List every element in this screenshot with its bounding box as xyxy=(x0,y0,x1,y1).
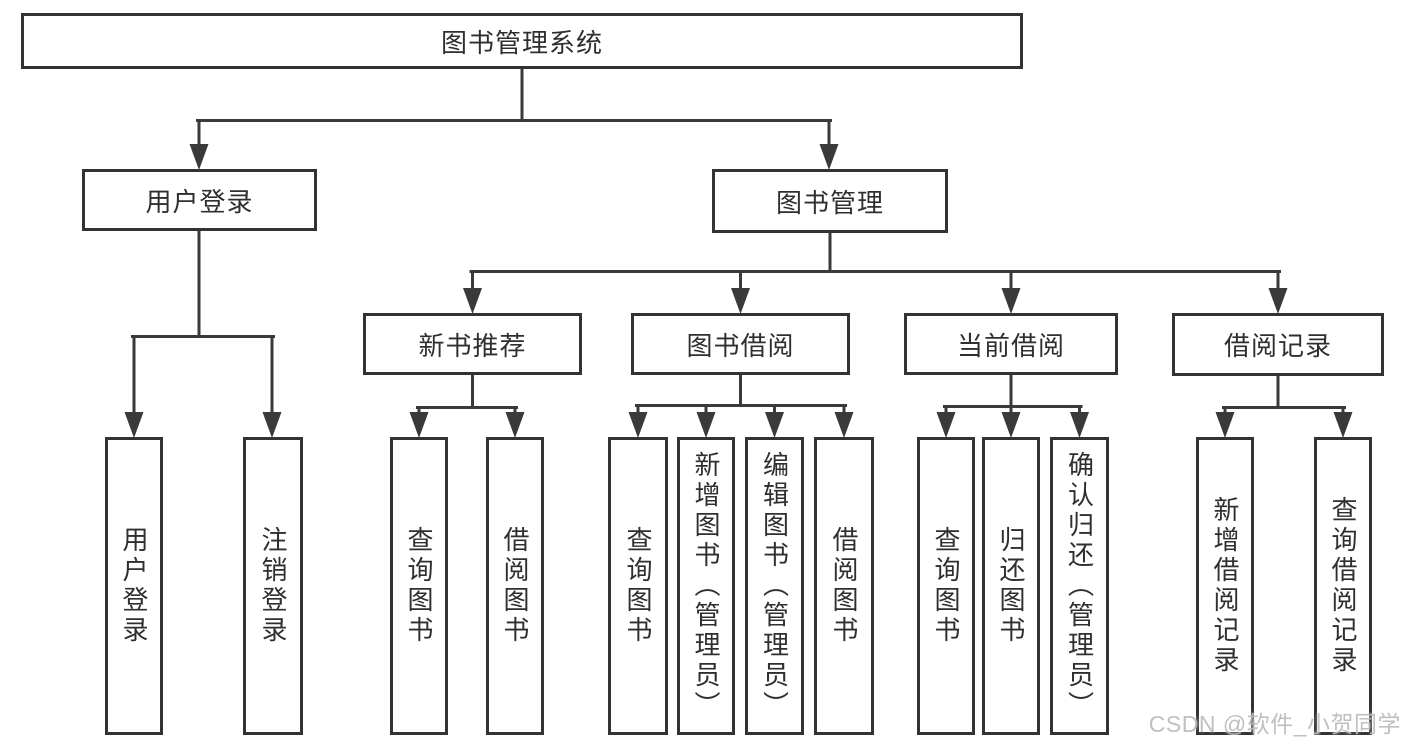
node-label: 图书管理 xyxy=(775,187,884,218)
node-label: 用户登录 xyxy=(119,526,149,646)
leaf-br-query-record: 查询借阅记录 xyxy=(1314,437,1372,735)
arrowhead xyxy=(696,412,716,438)
node-label: 借阅图书 xyxy=(829,526,859,646)
arrowhead xyxy=(1001,288,1021,314)
node-label: 查询图书 xyxy=(623,526,653,646)
connector-current-borrow-children xyxy=(943,373,1083,417)
leaf-cb-query-book: 查询图书 xyxy=(917,437,975,735)
arrowhead xyxy=(819,144,839,170)
node-current-borrow: 当前借阅 xyxy=(904,313,1118,375)
node-label: 图书管理系统 xyxy=(440,27,603,58)
node-label: 查询借阅记录 xyxy=(1328,496,1358,676)
arrowhead xyxy=(463,288,482,314)
leaf-logout: 注销登录 xyxy=(243,437,303,735)
leaf-br-add-record: 新增借阅记录 xyxy=(1196,437,1254,735)
node-user-login: 用户登录 xyxy=(82,169,317,231)
arrowhead xyxy=(1333,412,1353,438)
arrowhead xyxy=(124,412,144,438)
leaf-cb-return-book: 归还图书 xyxy=(982,437,1040,735)
node-label: 借阅图书 xyxy=(500,526,530,646)
node-label: 查询图书 xyxy=(404,526,434,646)
node-label: 归还图书 xyxy=(996,526,1026,646)
arrowhead xyxy=(1268,288,1288,314)
node-label: 确认归还（管理员） xyxy=(1064,451,1095,721)
node-label: 新增图书（管理员） xyxy=(691,451,721,721)
node-label: 用户登录 xyxy=(145,186,254,217)
node-label: 借阅记录 xyxy=(1223,331,1332,361)
node-label: 图书借阅 xyxy=(686,330,795,361)
node-label: 编辑图书（管理员） xyxy=(759,451,790,721)
arrowhead xyxy=(834,412,854,438)
arrowhead xyxy=(628,412,648,438)
leaf-bb-borrow-book: 借阅图书 xyxy=(814,437,874,735)
connector-book-mgmt-children xyxy=(469,229,1281,292)
connector-new-book-rec-children xyxy=(416,373,518,417)
leaf-bb-edit-book-admin: 编辑图书（管理员） xyxy=(745,437,804,735)
node-root: 图书管理系统 xyxy=(21,13,1023,69)
node-label: 当前借阅 xyxy=(956,330,1065,361)
arrowhead xyxy=(765,412,784,438)
connector-user-login-children xyxy=(131,229,275,416)
node-label: 新增借阅记录 xyxy=(1210,496,1240,676)
connector-root-to-level2 xyxy=(196,67,832,148)
connector-book-borrow-children xyxy=(635,373,847,417)
arrowhead xyxy=(189,144,209,170)
leaf-user-login: 用户登录 xyxy=(105,437,163,735)
arrowhead xyxy=(262,412,282,438)
node-label: 新书推荐 xyxy=(418,330,527,361)
leaf-cb-confirm-return-admin: 确认归还（管理员） xyxy=(1050,437,1109,735)
leaf-bb-query-book: 查询图书 xyxy=(608,437,668,735)
arrowhead xyxy=(731,288,750,314)
watermark: CSDN @软件_小贺同学 xyxy=(1148,711,1401,737)
arrowhead xyxy=(505,412,525,438)
leaf-bb-add-book-admin: 新增图书（管理员） xyxy=(677,437,735,735)
arrowhead xyxy=(409,412,429,438)
leaf-nb-query-book: 查询图书 xyxy=(390,437,448,735)
arrowhead xyxy=(1215,412,1235,438)
node-label: 查询图书 xyxy=(931,526,961,646)
arrowhead xyxy=(1001,412,1021,438)
connector-borrow-record-children xyxy=(1222,373,1346,417)
leaf-nb-borrow-book: 借阅图书 xyxy=(486,437,544,735)
arrowhead xyxy=(1070,412,1089,438)
node-borrow-record: 借阅记录 xyxy=(1172,313,1384,376)
node-new-book-rec: 新书推荐 xyxy=(363,313,582,375)
node-book-mgmt: 图书管理 xyxy=(712,169,948,233)
node-book-borrow: 图书借阅 xyxy=(631,313,850,375)
arrowhead xyxy=(936,412,956,438)
node-label: 注销登录 xyxy=(258,526,288,646)
